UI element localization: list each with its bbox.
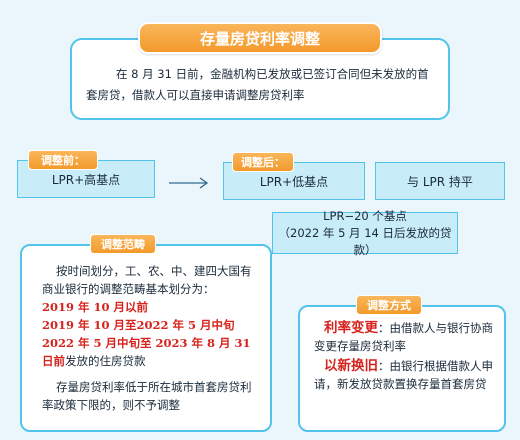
lpr-parity-box: 与 LPR 持平	[375, 162, 505, 200]
lpr-minus-20-box: LPR−20 个基点 （2022 年 5 月 14 日后发放的贷款）	[272, 209, 458, 257]
scope-period1: 2019 年 10 月以前	[42, 300, 149, 314]
scope-para1: 按时间划分，工、农、中、建四大国有商业银行的调整范畴基本划分为：	[42, 264, 252, 296]
scope-tail: 发放的住房贷款	[65, 354, 146, 368]
method-box: 利率变更：由借款人与银行协商变更存量房贷利率 以新换旧：由银行根据借款人申请，新…	[298, 305, 506, 432]
scope-tag: 调整范畴	[90, 234, 156, 254]
scope-period3: 2022 年 5 月中旬至 2023 年 8 月 31 日前	[42, 336, 251, 368]
method-label2: 以新换旧	[324, 358, 378, 374]
scope-para2: 存量房贷利率低于所在城市首套房贷利率政策下限的，则不予调整	[42, 380, 252, 412]
scope-period2: 2019 年 10 月至2022 年 5 月中旬	[42, 318, 235, 332]
method-item1: 利率变更：由借款人与银行协商变更存量房贷利率	[314, 319, 494, 355]
page-title: 存量房贷利率调整	[138, 22, 382, 54]
method-text1: ：由借款人与银行协商变更存量房贷利率	[314, 321, 493, 353]
scope-box: 按时间划分，工、农、中、建四大国有商业银行的调整范畴基本划分为： 2019 年 …	[20, 244, 272, 432]
method-item2: 以新换旧：由银行根据借款人申请，新发放贷款置换存量首套房贷	[314, 357, 494, 393]
lpr-minus-20-line1: LPR−20 个基点	[323, 208, 407, 223]
before-tag: 调整前：	[28, 150, 98, 170]
method-tag: 调整方式	[356, 295, 422, 315]
lpr-minus-20-line2: （2022 年 5 月 14 日后发放的贷款）	[278, 225, 452, 257]
method-label1: 利率变更	[324, 320, 378, 336]
method-text2: ：由银行根据借款人申请，新发放贷款置换存量首套房贷	[314, 359, 493, 391]
scope-period3-line: 2022 年 5 月中旬至 2023 年 8 月 31 日前发放的住房贷款	[42, 334, 258, 370]
after-tag: 调整后：	[232, 152, 294, 172]
arrow-right-icon	[169, 177, 209, 189]
